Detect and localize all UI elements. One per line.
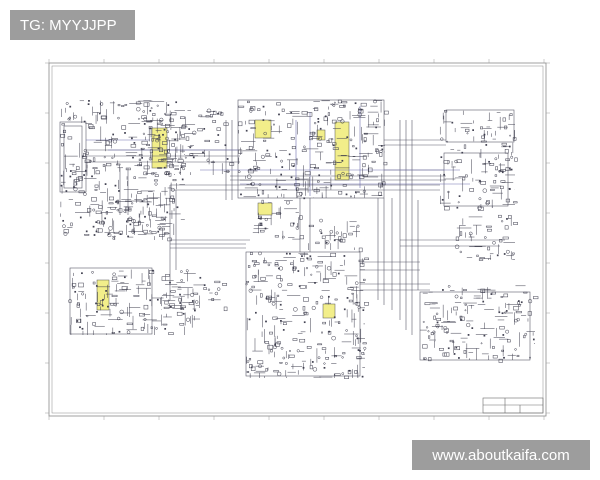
ic-highlights — [96, 119, 350, 319]
wire-blue — [86, 106, 470, 196]
drawing-frame — [48, 62, 547, 417]
title-block — [482, 397, 544, 414]
watermark-tag-top: TG: MYYJJPP — [10, 10, 135, 40]
watermark-tag-bottom: www.aboutkaifa.com — [412, 440, 590, 470]
wire-bus — [59, 99, 531, 377]
frame-ticks — [45, 59, 550, 420]
component-clutter — [60, 99, 539, 379]
